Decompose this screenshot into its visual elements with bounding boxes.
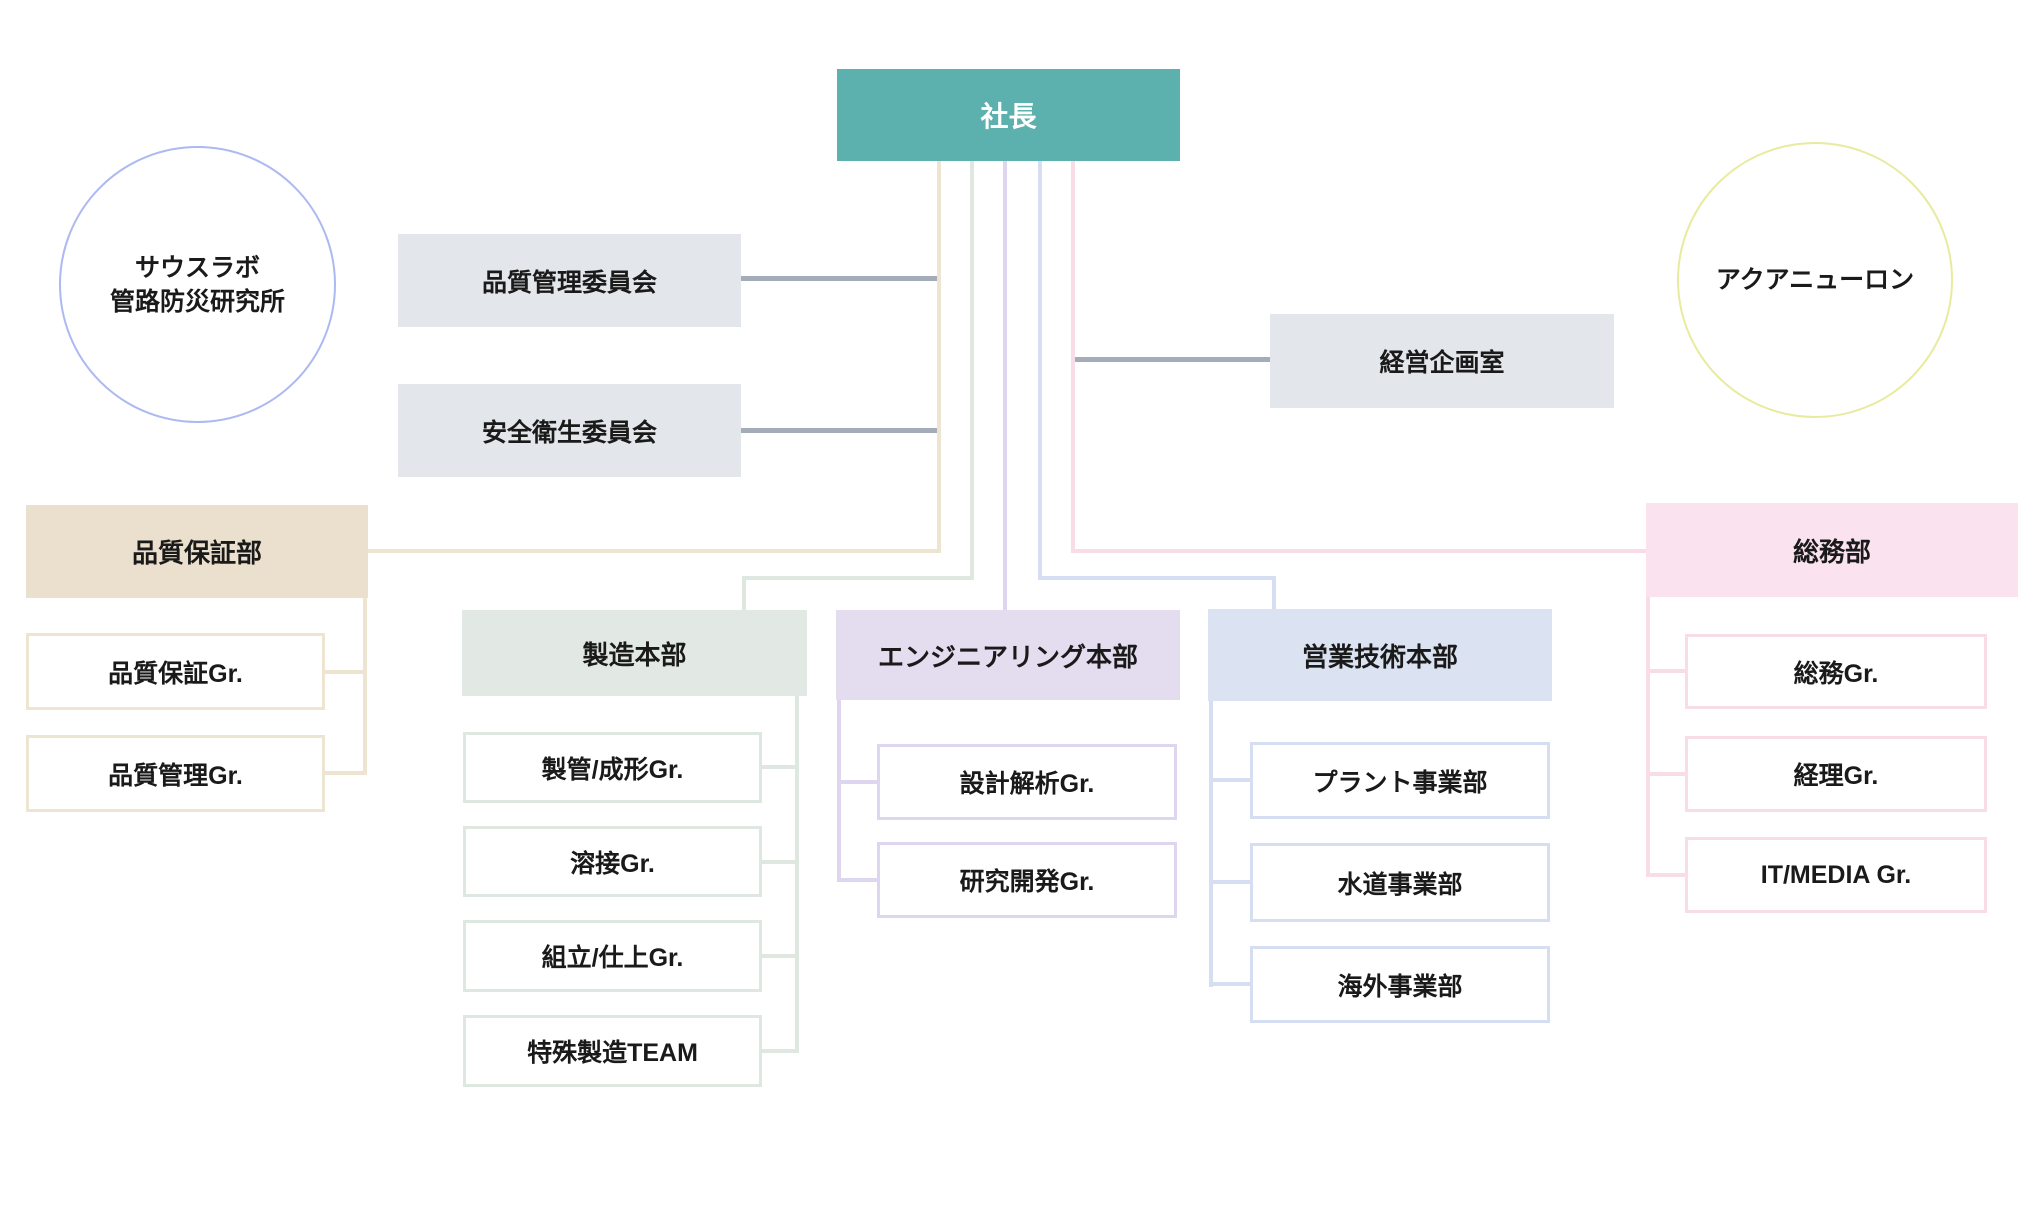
mfg-child-1-label: 製管/成形Gr. (541, 755, 684, 784)
node-quality-committee: 品質管理委員会 (398, 234, 741, 327)
connector-president-sales-drop (1272, 576, 1276, 609)
adm-child-3-label: IT/MEDIA Gr. (1760, 860, 1912, 889)
node-dept-sales: 営業技術本部 (1208, 609, 1552, 701)
node-qa-child-1: 品質保証Gr. (26, 633, 325, 710)
connector-president-adm-vertical (1071, 160, 1075, 553)
node-qa-child-2: 品質管理Gr. (26, 735, 325, 812)
node-dept-mfg: 製造本部 (462, 610, 807, 696)
dept-mfg-label: 製造本部 (582, 639, 687, 670)
qa-subtree-vertical (363, 598, 367, 775)
eng-stub-2 (841, 878, 877, 882)
eng-stub-1 (841, 780, 877, 784)
dept-eng-label: エンジニアリング本部 (877, 641, 1138, 672)
node-sales-child-1: プラント事業部 (1250, 742, 1550, 819)
mfg-child-2-label: 溶接Gr. (570, 849, 655, 878)
dept-qa-label: 品質保証部 (131, 538, 262, 568)
node-safety-committee: 安全衛生委員会 (398, 384, 741, 477)
connector-president-mfg-vertical (970, 160, 974, 580)
sales-child-1-label: プラント事業部 (1312, 768, 1488, 797)
node-mfg-child-3: 組立/仕上Gr. (463, 920, 762, 992)
node-mfg-child-1: 製管/成形Gr. (463, 732, 762, 803)
connector-president-mfg-horizontal (742, 576, 974, 580)
connector-president-adm-horizontal (1071, 549, 1646, 553)
sales-stub-1 (1213, 778, 1250, 782)
eng-subtree-vertical (837, 700, 841, 882)
node-adm-child-1: 総務Gr. (1685, 634, 1987, 709)
dept-adm-label: 総務部 (1792, 536, 1871, 567)
adm-stub-3 (1650, 873, 1685, 877)
connector-president-qa-horizontal (368, 549, 941, 553)
connector-safety-committee (741, 428, 937, 433)
adm-child-2-label: 経理Gr. (1793, 762, 1879, 790)
connector-quality-committee (741, 276, 937, 281)
eng-child-2-label: 研究開発Gr. (959, 868, 1095, 896)
adm-child-1-label: 総務Gr. (1793, 659, 1879, 688)
connector-president-sales-horizontal (1038, 576, 1276, 580)
node-eng-child-1: 設計解析Gr. (877, 744, 1177, 820)
qa-stub-1 (325, 670, 363, 674)
node-circle-aqua-neuron: アクアニューロン (1677, 142, 1953, 418)
node-adm-child-2: 経理Gr. (1685, 736, 1987, 812)
planning-office-label: 経営企画室 (1379, 349, 1505, 377)
qa-stub-2 (325, 771, 363, 775)
adm-stub-2 (1650, 772, 1685, 776)
mfg-stub-4 (762, 1049, 795, 1053)
circle-south-lab-line2: 管路防災研究所 (109, 287, 285, 316)
node-dept-adm: 総務部 (1646, 503, 2018, 597)
node-adm-child-3: IT/MEDIA Gr. (1685, 837, 1987, 913)
mfg-stub-2 (762, 860, 795, 864)
node-mfg-child-4: 特殊製造TEAM (463, 1015, 762, 1087)
mfg-subtree-vertical (795, 696, 799, 1053)
connector-president-sales-vertical (1038, 160, 1042, 580)
node-circle-south-lab: サウスラボ 管路防災研究所 (59, 146, 336, 423)
circle-aqua-neuron-label: アクアニューロン (1715, 266, 1915, 294)
node-eng-child-2: 研究開発Gr. (877, 842, 1177, 918)
circle-south-lab-line1: サウスラボ (134, 253, 260, 282)
sales-child-3-label: 海外事業部 (1337, 972, 1463, 1001)
eng-child-1-label: 設計解析Gr. (959, 770, 1095, 798)
quality-committee-label: 品質管理委員会 (481, 268, 657, 297)
safety-committee-label: 安全衛生委員会 (481, 418, 657, 447)
node-sales-child-3: 海外事業部 (1250, 946, 1550, 1023)
sales-stub-2 (1213, 880, 1250, 884)
mfg-child-3-label: 組立/仕上Gr. (541, 944, 684, 972)
node-president-label: 社長 (980, 101, 1037, 132)
node-president: 社長 (837, 69, 1180, 161)
node-dept-qa: 品質保証部 (26, 505, 368, 598)
connector-president-qa-vertical (937, 160, 941, 553)
adm-stub-1 (1650, 669, 1685, 673)
mfg-child-4-label: 特殊製造TEAM (527, 1039, 698, 1067)
sales-stub-3 (1213, 982, 1250, 986)
node-sales-child-2: 水道事業部 (1250, 843, 1550, 922)
connector-president-eng-vertical (1003, 160, 1007, 610)
mfg-stub-3 (762, 954, 795, 958)
qa-child-2-label: 品質管理Gr. (108, 761, 243, 790)
sales-subtree-vertical (1209, 701, 1213, 987)
connector-president-mfg-drop (742, 576, 746, 610)
node-planning-office: 経営企画室 (1270, 314, 1614, 408)
connector-planning-office (1075, 357, 1270, 362)
adm-subtree-vertical (1646, 597, 1650, 877)
node-mfg-child-2: 溶接Gr. (463, 826, 762, 897)
sales-child-2-label: 水道事業部 (1337, 870, 1463, 899)
qa-child-1-label: 品質保証Gr. (108, 659, 243, 688)
dept-sales-label: 営業技術本部 (1301, 641, 1458, 672)
node-dept-eng: エンジニアリング本部 (836, 610, 1180, 700)
mfg-stub-1 (762, 765, 795, 769)
